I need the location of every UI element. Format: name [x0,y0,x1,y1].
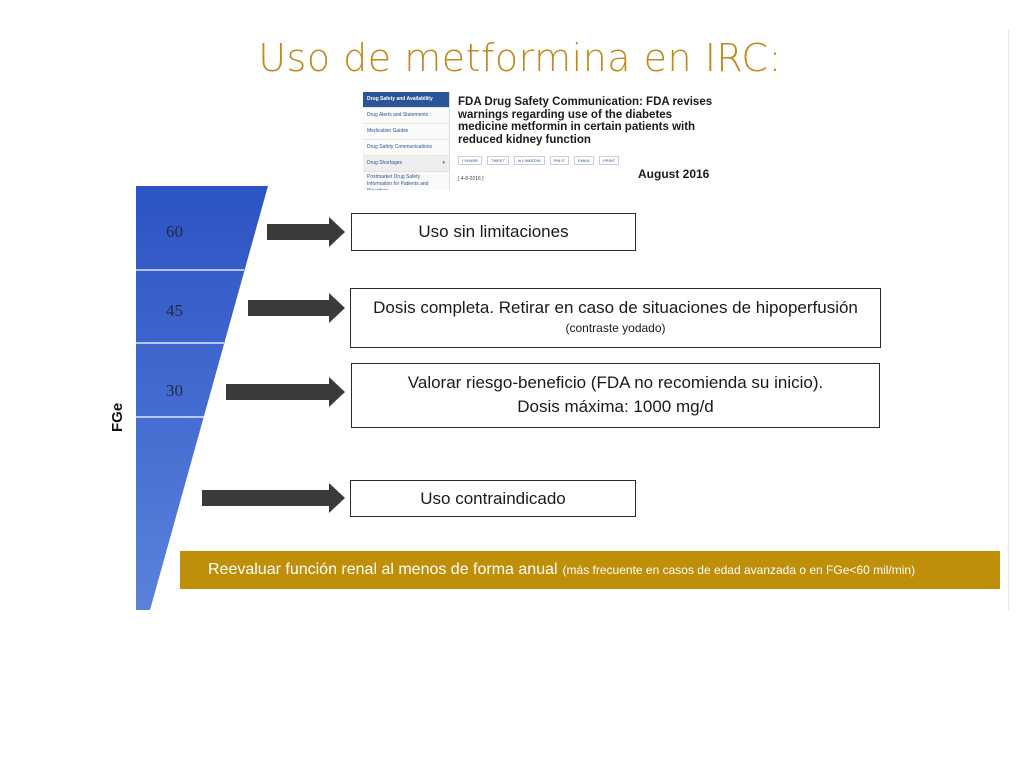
share-linkedin-button: in LINKEDIN [514,156,545,165]
wedge-shape [136,186,268,610]
share-facebook-button: f SHARE [458,156,483,165]
fda-date: [ 4-8-2016 ] [458,176,484,182]
recommendation-box: Dosis completa. Retirar en caso de situa… [350,288,881,348]
arrow-right-icon [267,217,345,247]
fda-month-label: August 2016 [638,167,710,181]
fge-wedge [136,186,268,610]
fda-sidebar: Drug Safety and Availability Drug Alerts… [363,92,450,190]
recommendation-subtext: (contraste yodado) [565,321,666,335]
share-tweet-button: TWEET [487,156,510,165]
share-print-button: PRINT [599,156,620,165]
recommendation-box: Valorar riesgo-beneficio (FDA no recomie… [351,363,880,428]
banner-main-text: Reevaluar función renal al menos de form… [208,561,558,578]
fda-screenshot: Drug Safety and Availability Drug Alerts… [363,92,723,190]
threshold-label-30: 30 [166,381,183,400]
chevron-down-icon: ▾ [442,160,445,166]
fda-headline: FDA Drug Safety Communication: FDA revis… [458,96,713,146]
threshold-label-45: 45 [166,301,183,320]
fda-sidebar-item: Postmarket Drug Safety Information for P… [363,172,449,190]
fda-sidebar-item: Drug Alerts and Statements [363,108,449,124]
threshold-label-60: 60 [166,222,183,241]
fge-axis-label: FGe [109,402,126,432]
fda-sidebar-item: Drug Safety and Availability [363,92,449,108]
fda-sidebar-item: Medication Guides [363,124,449,140]
arrow-right-icon [248,293,345,323]
reevaluation-banner: Reevaluar función renal al menos de form… [180,551,1000,589]
fda-sidebar-item: Drug Shortages▾ [363,156,449,172]
recommendation-text: Uso contraindicado [420,489,566,508]
recommendation-box: Uso contraindicado [350,480,636,517]
fda-share-bar: f SHARE TWEET in LINKEDIN PIN IT EMAIL P… [458,156,620,165]
slide-title: Uso de metformina en IRC: [258,36,782,80]
recommendation-text: Valorar riesgo-beneficio (FDA no recomie… [407,373,824,392]
arrow-right-icon [202,483,345,513]
share-pinit-button: PIN IT [549,156,570,165]
fda-sidebar-item: Drug Safety Communications [363,140,449,156]
banner-note-text: (más frecuente en casos de edad avanzada… [562,563,916,577]
recommendation-text: Uso sin limitaciones [418,222,569,241]
recommendation-box: Uso sin limitaciones [351,213,636,251]
slide-edge-rule [1008,30,1009,610]
recommendation-text: Dosis completa. Retirar en caso de situa… [373,298,858,317]
arrow-right-icon [226,377,345,407]
recommendation-text: Dosis máxima: 1000 mg/d [517,397,714,416]
share-email-button: EMAIL [574,156,595,165]
